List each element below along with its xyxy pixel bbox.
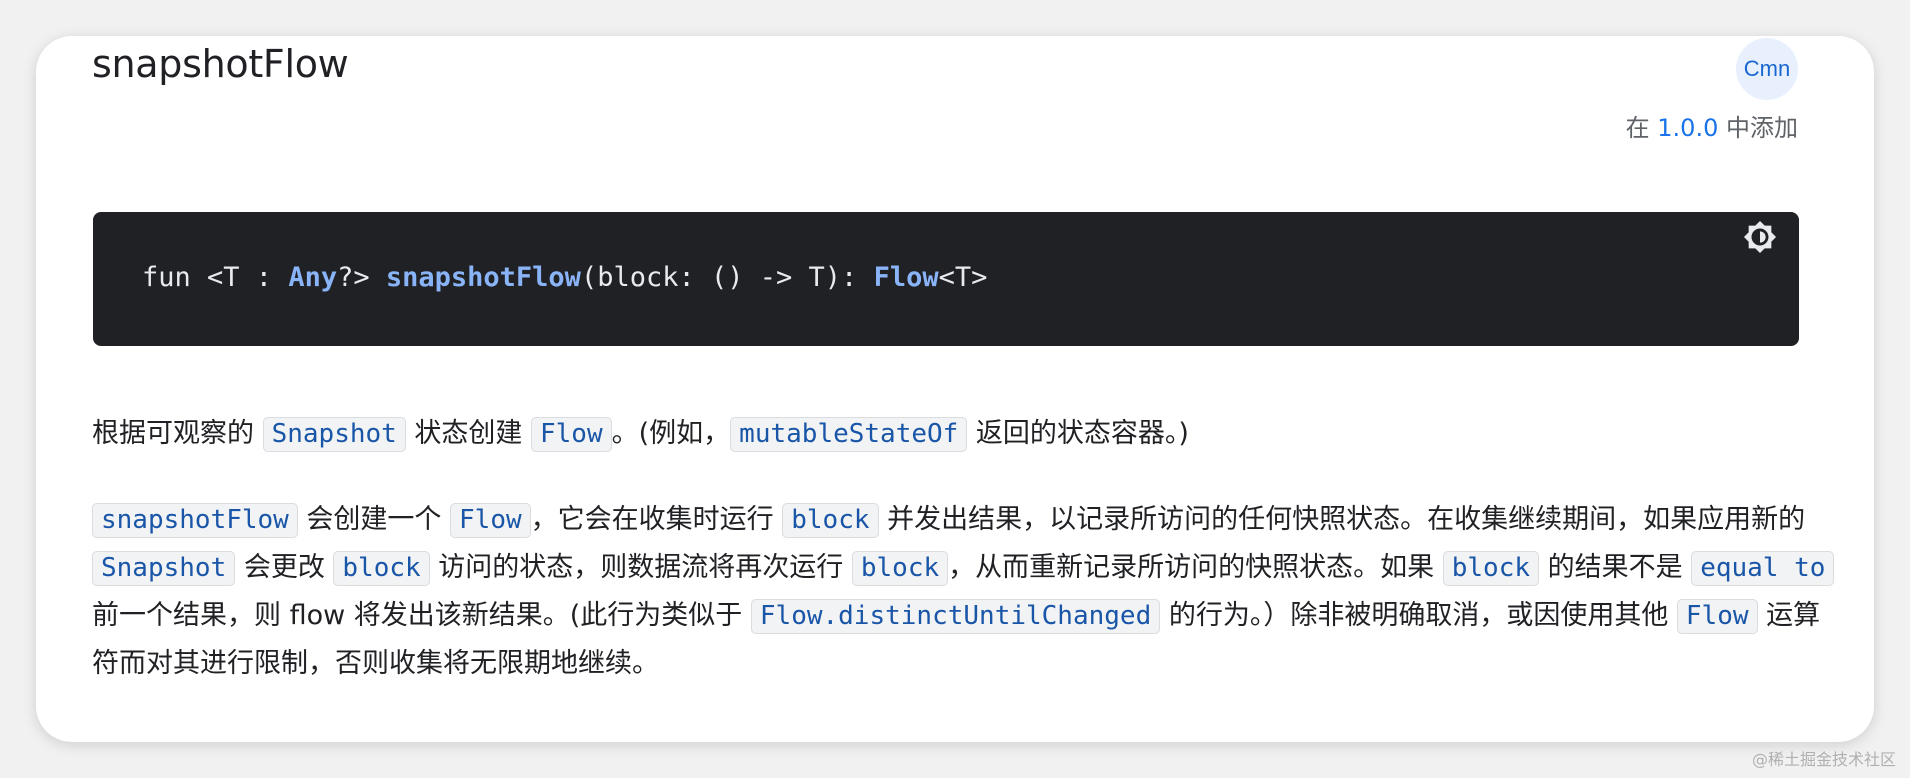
description-paragraph-1: 根据可观察的 Snapshot 状态创建 Flow。(例如，mutableSta…: [92, 414, 1832, 454]
text: 运算符而对其进行限制，否则收集将无限期地继续。: [92, 600, 1821, 679]
text: 。(例如，: [611, 418, 731, 449]
platform-badge[interactable]: Cmn: [1736, 38, 1798, 100]
code-link-mutablestateof[interactable]: mutableStateOf: [730, 417, 968, 452]
code-link-distinct-until-changed[interactable]: Flow.distinctUntilChanged: [750, 599, 1161, 634]
code-link-equal-to[interactable]: equal to: [1691, 551, 1835, 586]
text: 访问的状态，则数据流将再次运行: [429, 552, 852, 583]
text: 返回的状态容器。): [967, 418, 1189, 449]
signature-text: <T>: [938, 262, 988, 293]
code-snapshotflow: snapshotFlow: [92, 503, 298, 538]
code-block: fun <T : Any?> snapshotFlow(block: () ->…: [93, 212, 1799, 346]
code-block-param: block: [333, 551, 430, 586]
text: 根据可观察的: [92, 418, 263, 449]
description-paragraph-2: snapshotFlow 会创建一个 Flow，它会在收集时运行 block 并…: [92, 496, 1840, 688]
api-reference-card: snapshotFlow Cmn 在 1.0.0 中添加 fun <T : An…: [36, 36, 1874, 742]
text: ，从而重新记录所访问的快照状态。如果: [948, 552, 1443, 583]
code-block-param: block: [782, 503, 879, 538]
code-link-flow[interactable]: Flow: [531, 417, 612, 452]
signature-text: fun <T :: [142, 262, 289, 293]
code-block-param: block: [1442, 551, 1540, 586]
text: 前一个结果，则 flow 将发出该新结果。(此行为类似于: [92, 600, 751, 631]
code-block-param: block: [851, 551, 949, 586]
watermark: @稀土掘金技术社区: [1751, 750, 1896, 769]
text: 并发出结果，以记录所访问的任何快照状态。在收集继续期间，如果应用新的: [878, 504, 1806, 535]
dark-mode-toggle-icon[interactable]: [1743, 220, 1777, 254]
version-link[interactable]: 1.0.0: [1657, 114, 1719, 142]
signature-text: (block: () -> T):: [580, 262, 874, 293]
page-title: snapshotFlow: [92, 42, 349, 86]
function-signature: fun <T : Any?> snapshotFlow(block: () ->…: [142, 262, 987, 293]
text: 状态创建: [405, 418, 531, 449]
code-link-flow[interactable]: Flow: [450, 503, 531, 538]
type-link-any[interactable]: Any: [288, 262, 338, 293]
text: 的结果不是: [1539, 552, 1692, 583]
code-link-snapshot[interactable]: Snapshot: [92, 551, 236, 586]
code-link-flow[interactable]: Flow: [1676, 599, 1758, 634]
added-prefix: 在: [1625, 114, 1658, 142]
text: 会创建一个: [297, 504, 451, 535]
code-link-snapshot[interactable]: Snapshot: [262, 417, 406, 452]
added-in-version: 在 1.0.0 中添加: [1626, 108, 1798, 143]
text: 的行为。）除非被明确取消，或因使用其他: [1160, 600, 1677, 631]
signature-text: ?>: [337, 262, 386, 293]
text: 会更改: [235, 552, 334, 583]
function-name[interactable]: snapshotFlow: [385, 262, 581, 293]
text: ，它会在收集时运行: [530, 504, 783, 535]
added-suffix: 中添加: [1718, 114, 1798, 142]
type-link-flow[interactable]: Flow: [873, 262, 939, 293]
